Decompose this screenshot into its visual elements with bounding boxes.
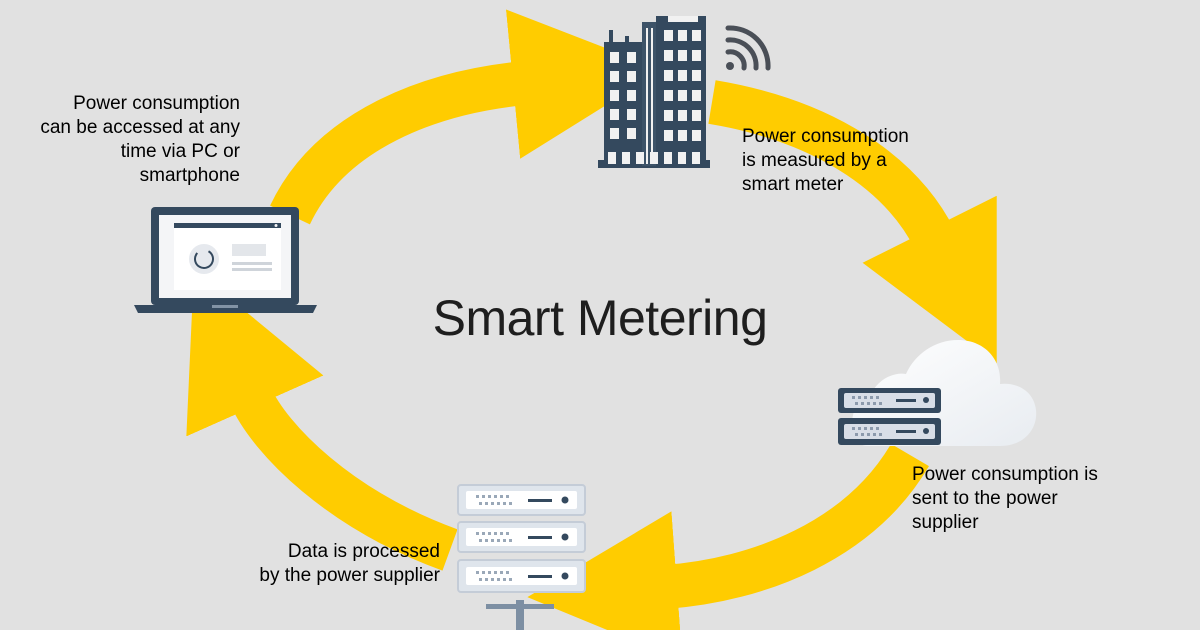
arrow-cloud-to-server: [527, 443, 929, 630]
cloud-server-icon: [838, 340, 1037, 446]
cycle-arrows: [186, 9, 997, 630]
laptop-icon: [134, 207, 317, 313]
server-rack-icon: [457, 484, 586, 630]
arrow-server-to-laptop: [186, 268, 458, 571]
step-caption-sent: Power consumption is sent to the power s…: [912, 464, 1098, 533]
step-caption-processed: Data is processed by the power supplier: [259, 541, 440, 586]
step-caption-accessed: Power consumption can be accessed at any…: [40, 93, 240, 186]
wireless-signal-icon: [725, 25, 771, 71]
arrow-building-to-cloud: [708, 80, 997, 364]
diagram-title: Smart Metering: [432, 290, 768, 346]
arrow-laptop-to-building: [270, 9, 663, 225]
office-building-icon: [598, 16, 710, 168]
step-caption-measured: Power consumption is measured by a smart…: [742, 126, 909, 195]
